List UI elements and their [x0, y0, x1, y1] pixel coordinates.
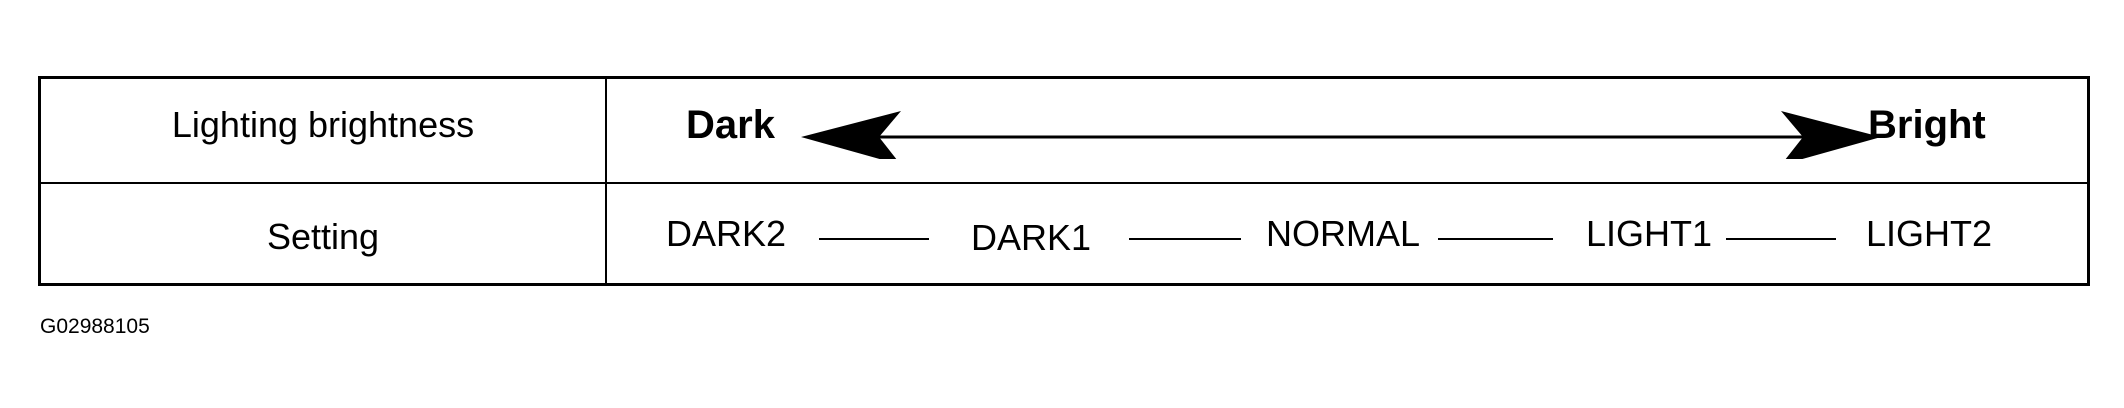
setting-level: LIGHT2: [1866, 213, 1993, 254]
column-divider: [605, 79, 607, 283]
double-arrow-icon: [801, 111, 1881, 159]
level-connector: [819, 238, 929, 240]
level-connector: [1438, 238, 1553, 240]
scale-high-label: Bright: [1868, 103, 1986, 147]
setting-level: DARK1: [971, 217, 1092, 258]
scale-low-label: Dark: [686, 103, 775, 147]
figure-id: G02988105: [40, 315, 150, 338]
level-connector: [1726, 238, 1836, 240]
brightness-table: Lighting brightness Setting Dark Bright …: [38, 76, 2090, 286]
row-label-lighting-brightness: Lighting brightness: [171, 104, 475, 145]
setting-level: LIGHT1: [1586, 213, 1713, 254]
level-connector: [1129, 238, 1241, 240]
setting-level: DARK2: [666, 213, 787, 254]
row-label-setting: Setting: [266, 216, 380, 257]
setting-level: NORMAL: [1266, 213, 1421, 254]
row-divider: [41, 182, 2087, 184]
